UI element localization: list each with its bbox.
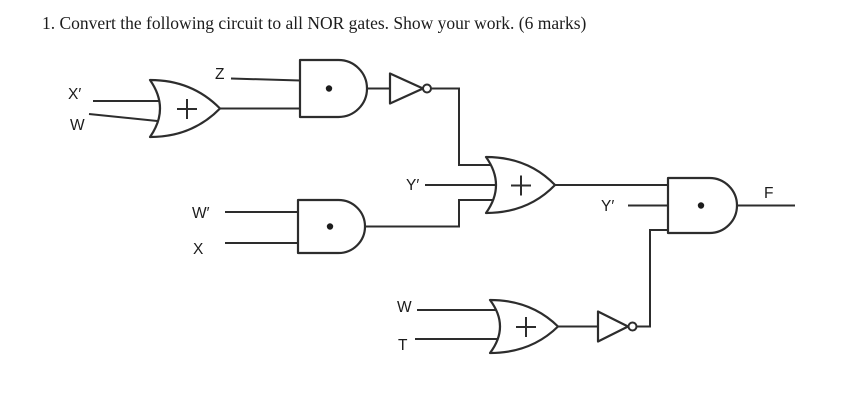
and-dot-icon [325, 85, 333, 92]
gate-not2 [596, 310, 638, 343]
and1-body [298, 58, 369, 119]
label-w-top: W [70, 117, 85, 134]
label-t: T [398, 337, 408, 354]
gate-and3 [666, 176, 739, 235]
or-plus-icon [177, 99, 197, 119]
gate-or2 [484, 155, 557, 215]
label-x: X [193, 241, 204, 258]
label-y-prime-right: Y′ [601, 198, 614, 215]
gate-or3 [488, 298, 560, 355]
gate-and1 [298, 58, 369, 119]
wire-not2-to-and3 [637, 229, 668, 328]
circuit-diagram: X′ W Z W′ X Y′ Y′ W T F [68, 58, 795, 355]
label-z: Z [215, 66, 224, 83]
gate-or1 [148, 78, 222, 139]
label-w-bottom: W [397, 299, 412, 316]
wire-and2-to-or2 [365, 199, 502, 228]
label-x-prime: X′ [68, 86, 81, 103]
label-w-prime: W′ [192, 205, 210, 222]
and-dot-icon [326, 223, 334, 230]
question-title: 1. Convert the following circuit to all … [42, 13, 587, 33]
label-f-output: F [764, 185, 773, 202]
not1-triangle [388, 72, 425, 105]
and-dot-icon [697, 202, 705, 209]
wire-not1-to-or2 [431, 87, 502, 166]
gate-not1 [388, 72, 432, 105]
or-plus-icon [516, 317, 536, 337]
wire-w-input [88, 113, 168, 123]
not1-bubble-icon [422, 83, 432, 94]
or-plus-icon [511, 175, 531, 196]
gate-and2 [296, 198, 367, 255]
not2-triangle [596, 310, 630, 343]
label-y-prime-mid: Y′ [406, 177, 419, 194]
wire-z-input [230, 77, 301, 82]
not2-bubble-icon [627, 321, 638, 332]
